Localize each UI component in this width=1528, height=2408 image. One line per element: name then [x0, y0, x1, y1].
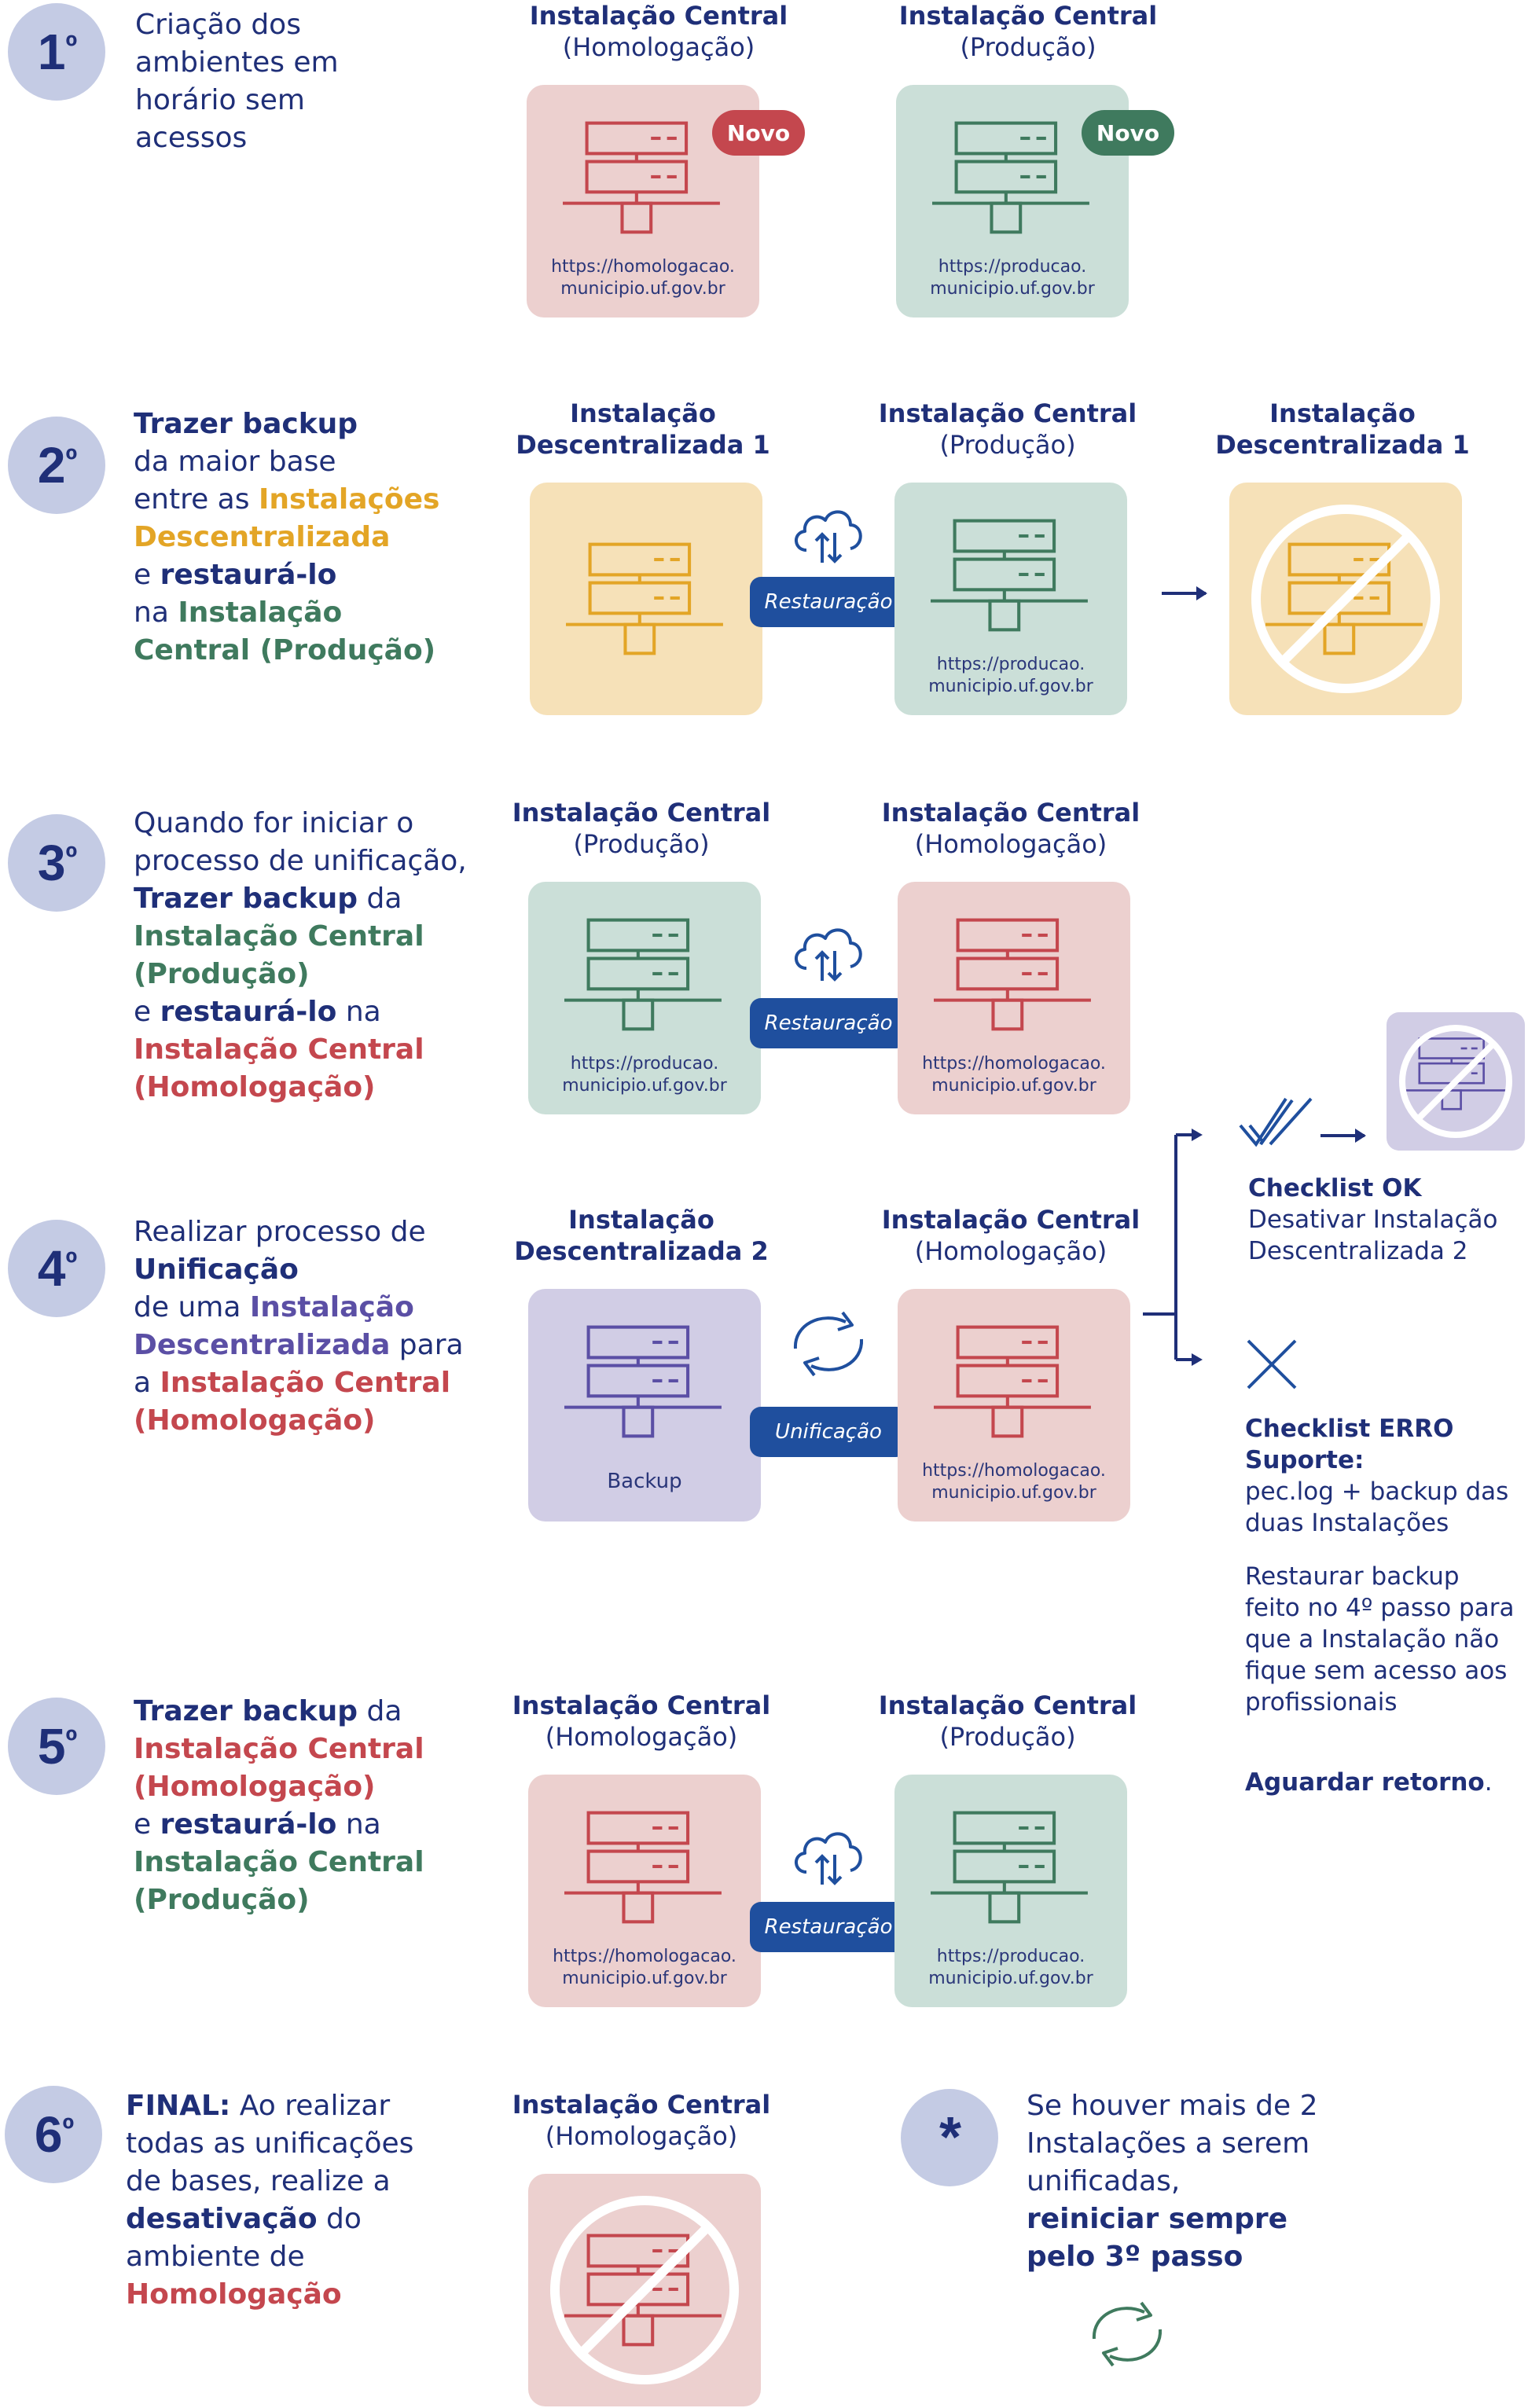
title-central-homolog: Instalação Central(Homologação) [881, 798, 1140, 859]
title-central-homolog: Instalação Central(Homologação) [881, 1205, 1140, 1266]
restauracao-label: Restauração [750, 1902, 907, 1952]
server-url: https://producao.municipio.uf.gov.br [928, 1947, 1093, 1988]
server-icon [564, 916, 725, 1034]
step-number: 1 [37, 24, 66, 80]
server-icon [566, 541, 726, 659]
server-icon [931, 517, 1091, 635]
checklist-erro-title: Checklist ERRO Suporte: [1245, 1415, 1454, 1474]
checklist-erro-restore: Restaurar backup feito no 4º passo para … [1245, 1562, 1515, 1716]
checklist-ok-text: Desativar Instalação Descentralizada 2 [1248, 1206, 1498, 1265]
server-icon [931, 1809, 1091, 1927]
server-card-prod: https://producao.municipio.uf.gov.br [894, 1775, 1127, 2007]
title-central-homolog: Instalação Central(Homologação) [512, 2090, 771, 2151]
server-card-homolog: https://homologacao.municipio.uf.gov.br [528, 1775, 761, 2007]
server-card-desc2: Backup [528, 1289, 761, 1522]
checklist-ok-title: Checklist OK [1248, 1174, 1422, 1202]
server-url: https://producao.municipio.uf.gov.br [562, 1054, 727, 1096]
check-double-icon [1239, 1097, 1313, 1147]
server-url: https://homologacao.municipio.uf.gov.br [551, 257, 735, 299]
restauracao-label: Restauração [750, 577, 907, 627]
server-url: https://homologacao.municipio.uf.gov.br [922, 1054, 1106, 1096]
checklist-erro-line: pec.log + backup das duas Instalações [1245, 1477, 1509, 1537]
server-card-homolog-disabled [528, 2174, 761, 2406]
step-2-text: Trazer backup da maior base entre as Ins… [134, 408, 440, 666]
asterisk-badge: * [901, 2089, 998, 2186]
prohibited-icon [1251, 505, 1440, 693]
footnote-text: Se houver mais de 2 Instalações a serem … [1027, 2090, 1318, 2273]
cloud-sync-icon [795, 510, 862, 563]
unificacao-label: Unificação [750, 1407, 907, 1457]
server-url: https://homologacao.municipio.uf.gov.br [922, 1461, 1106, 1503]
server-icon [563, 119, 723, 237]
server-icon [934, 916, 1094, 1034]
cloud-sync-icon [795, 1832, 862, 1885]
step-4-text: Realizar processo de Unificação de uma I… [134, 1216, 464, 1437]
server-icon [564, 1809, 725, 1927]
title-central-homolog: Instalação Central(Homologação) [512, 1690, 771, 1752]
server-card-prod: https://producao.municipio.uf.gov.br [894, 483, 1127, 715]
server-card-homolog: https://homologacao.municipio.uf.gov.br [898, 882, 1130, 1114]
checklist-erro: Checklist ERRO Suporte: pec.log + backup… [1245, 1413, 1520, 1539]
server-icon [932, 119, 1093, 237]
backup-label: Backup [607, 1470, 682, 1493]
refresh-icon [793, 1311, 864, 1377]
cloud-sync-icon [795, 928, 862, 982]
step-6-text: FINAL: Ao realizar todas as unificações … [126, 2090, 414, 2311]
title-central-homolog: Instalação Central(Homologação) [529, 1, 788, 62]
novo-badge: Novo [712, 110, 805, 156]
title-central-prod: Instalação Central(Produção) [878, 398, 1137, 460]
step-5-text: Trazer backup da Instalação Central (Hom… [134, 1695, 424, 1916]
checklist-erro-wait: Aguardar retorno. [1245, 1768, 1493, 1797]
server-url: https://homologacao.municipio.uf.gov.br [553, 1947, 736, 1988]
refresh-icon [1092, 2301, 1163, 2367]
step-1-text: Criação dos ambientes em horário sem ace… [135, 9, 339, 154]
x-icon [1247, 1339, 1297, 1389]
novo-badge: Novo [1082, 110, 1174, 156]
prohibited-icon [550, 2196, 739, 2384]
branch-connector [1143, 1129, 1203, 1366]
arrow-right-icon [1162, 586, 1207, 600]
title-central-prod: Instalação Central(Produção) [898, 1, 1158, 62]
checklist-ok: Checklist OK Desativar Instalação Descen… [1248, 1173, 1523, 1267]
server-url: https://producao.municipio.uf.gov.br [930, 257, 1095, 299]
server-card-desc1-disabled [1229, 483, 1462, 715]
server-card-desc2-disabled [1387, 1012, 1525, 1151]
server-icon [934, 1323, 1094, 1441]
server-url: https://producao.municipio.uf.gov.br [928, 655, 1093, 696]
server-card-desc1 [530, 483, 762, 715]
server-icon [564, 1323, 725, 1441]
title-central-prod: Instalação Central(Produção) [512, 798, 771, 859]
restauracao-label: Restauração [750, 998, 907, 1048]
server-card-homolog: https://homologacao.municipio.uf.gov.br [898, 1289, 1130, 1522]
title-central-prod: Instalação Central(Produção) [878, 1690, 1137, 1752]
arrow-right-icon [1320, 1129, 1366, 1143]
step-3-text: Quando for iniciar o processo de unifica… [134, 807, 467, 1103]
prohibited-icon [1399, 1025, 1512, 1138]
server-card-prod: https://producao.municipio.uf.gov.br [528, 882, 761, 1114]
